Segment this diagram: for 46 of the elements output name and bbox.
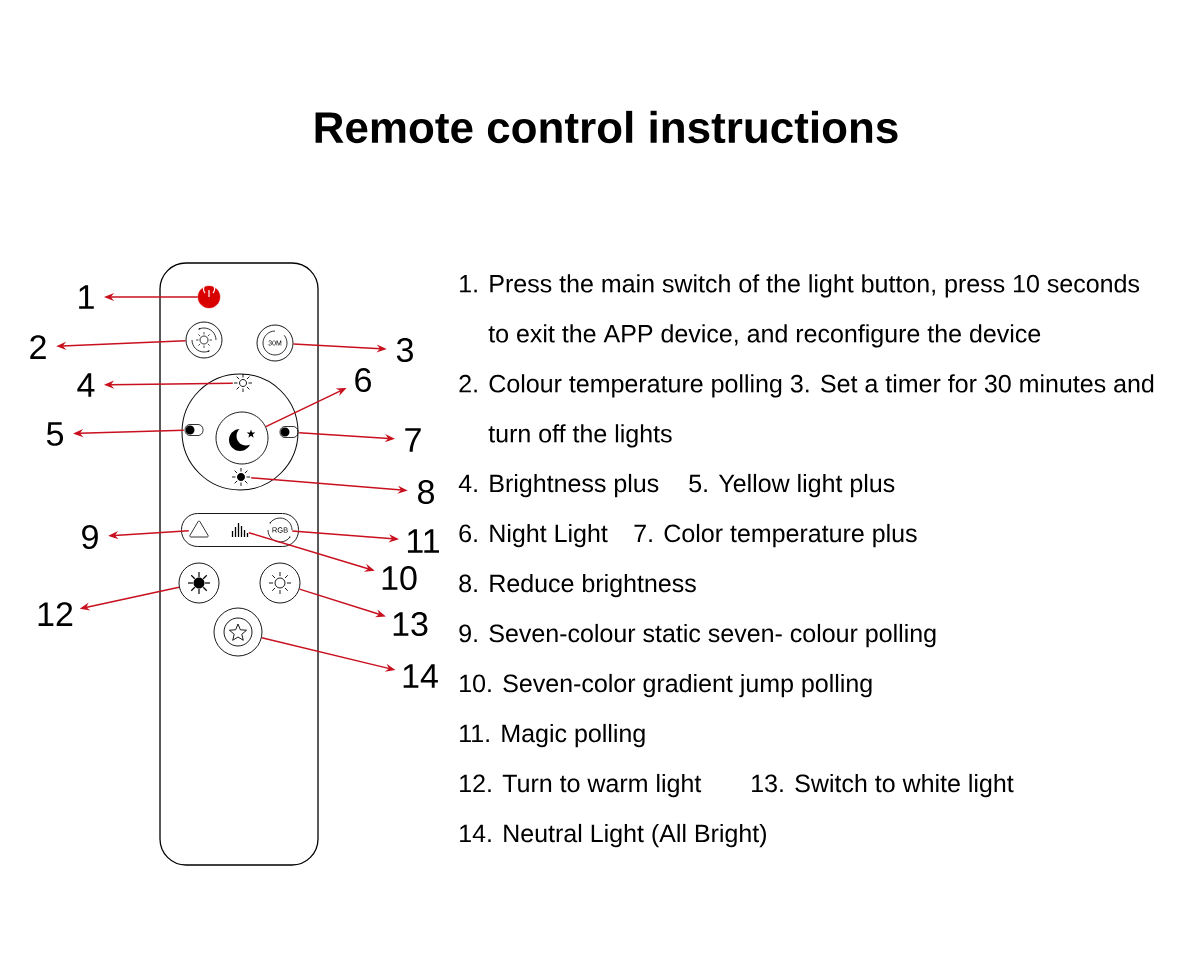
sun-icon: [233, 373, 253, 393]
callout-number: 10: [382, 565, 417, 591]
label: 2. Colour temperature polling: [459, 374, 782, 398]
title: Remote control instructions: [315, 110, 898, 144]
instruction-text: 7. Color temperature plus: [634, 523, 917, 548]
power-button: [197, 282, 221, 309]
instruction-text: 6. Night Light: [459, 523, 608, 548]
callout-number: 12: [38, 602, 73, 626]
bars-icon: [231, 522, 249, 538]
instruction-text: 10. Seven-color gradient jump polling: [460, 673, 872, 698]
round-button: [259, 562, 301, 604]
label: turn off the lights: [488, 424, 672, 448]
sun-icon: [231, 467, 251, 487]
round-button: [213, 607, 263, 657]
instruction-text: 14. Neutral Light (All Bright): [460, 823, 766, 848]
instruction-text: 2. Colour temperature polling 3. Set a timer for 30 minutes and turn off the lights: [459, 374, 1154, 448]
instruction-text: 13. Switch to white light: [752, 773, 1014, 798]
moon-button: [215, 411, 269, 465]
toggle-icon: [184, 424, 204, 436]
callout-number: 3: [396, 337, 413, 363]
remote-body: [159, 262, 319, 866]
instruction-text: 11. Magic polling: [460, 723, 645, 748]
callout-number: 6: [355, 367, 371, 393]
instruction-text: 4. Brightness plus: [458, 473, 659, 498]
callout-number: 2: [30, 335, 46, 359]
callout-number: 4: [77, 373, 95, 397]
control-ring: [181, 373, 299, 491]
toggle-icon: [279, 426, 299, 438]
label: 3. Set a timer for 30 minutes and: [790, 374, 1154, 393]
instruction-text: 8. Reduce brightness: [459, 573, 696, 598]
callout-number: 11: [407, 529, 439, 553]
pill-button: [181, 513, 299, 547]
recycle-icon: [189, 520, 209, 538]
callout-number: 14: [403, 664, 438, 688]
callout-number: 13: [393, 611, 428, 637]
callout-number: 7: [405, 428, 421, 452]
callout-number: 1: [79, 285, 94, 309]
instruction-text: 12. Turn to warm light: [460, 773, 702, 798]
instruction-text: 5. Yellow light plus: [689, 473, 895, 498]
callout-number: 9: [82, 524, 98, 550]
callout-number: 5: [46, 422, 64, 446]
round-button: [185, 321, 223, 359]
instruction-text: 1. Press the main switch of the light button, press 10 seconds to exit the APP device, and reconfigure the device: [460, 274, 1140, 348]
callout-number: 8: [418, 479, 434, 505]
instruction-text: 9. Seven-colour static seven- colour polling: [459, 623, 936, 648]
round-button: [178, 562, 220, 604]
